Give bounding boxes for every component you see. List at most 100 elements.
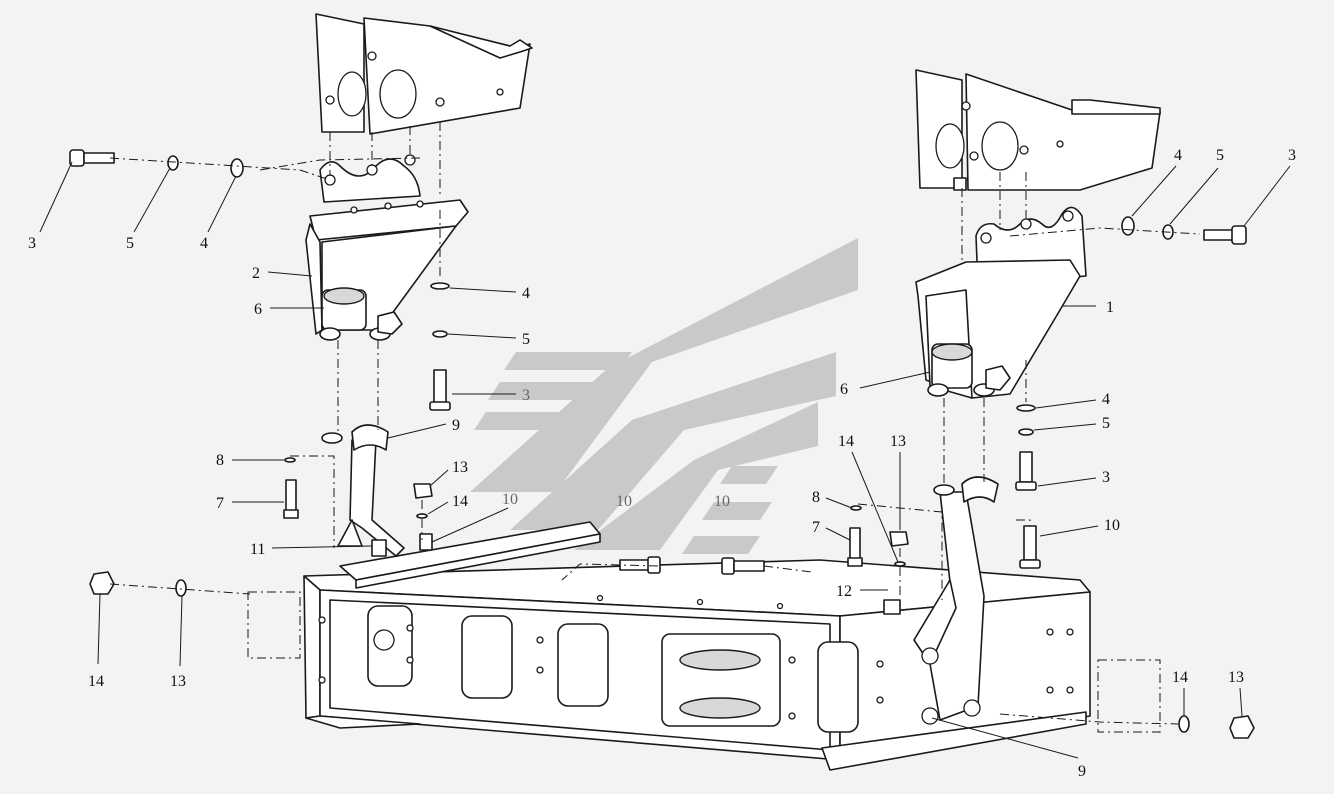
- frame-hole: [1046, 628, 1054, 636]
- callout-10: 10: [616, 493, 632, 510]
- callout-9: 9: [1078, 763, 1086, 780]
- left-leg-cradle: [351, 424, 389, 451]
- right-panel-stud: [953, 177, 967, 191]
- leader: [1037, 477, 1097, 487]
- left-bracket: [305, 154, 469, 341]
- leader: [179, 595, 183, 667]
- fasteners: [69, 149, 1255, 739]
- left-bracket-saddle-top: [323, 287, 365, 305]
- leader: [1239, 687, 1243, 717]
- frame-left-end: [303, 575, 321, 719]
- left-bracket-hole: [384, 202, 392, 210]
- frame-hole: [536, 666, 544, 674]
- bolt-head: [647, 556, 661, 574]
- bolt-shank: [83, 152, 115, 164]
- bolt-shank: [433, 369, 447, 405]
- leader: [431, 507, 509, 543]
- axis-right-bolt-10: [1016, 519, 1031, 526]
- leader: [859, 371, 931, 389]
- leader: [1039, 525, 1099, 537]
- frame-left-foot: [305, 715, 421, 729]
- left-bushing: [371, 539, 387, 557]
- callout-8: 8: [812, 489, 820, 506]
- right-support-leg: [883, 476, 999, 725]
- watermark-bar-2: [488, 382, 618, 400]
- frame-mount-boss-1: [679, 649, 761, 671]
- watermark-logo: [470, 238, 858, 554]
- callout-4: 4: [1102, 391, 1110, 408]
- flat-washer: [1016, 404, 1036, 412]
- bolt-shank: [1019, 451, 1033, 483]
- callout-1: 1: [1106, 299, 1114, 316]
- right-leg-lug-top: [921, 647, 939, 665]
- frame-hole: [776, 602, 784, 610]
- callout-4: 4: [200, 235, 208, 252]
- left-upper-panel: [315, 13, 533, 135]
- frame-hole: [788, 656, 796, 664]
- watermark-bar-4: [720, 466, 778, 484]
- left-panel-top-flange: [429, 25, 533, 59]
- left-bracket-lug-plate: [319, 158, 421, 203]
- right-bracket-lug-hole: [1062, 210, 1074, 222]
- left-panel-hole: [435, 97, 445, 107]
- frame-hole: [596, 594, 604, 602]
- right-leg-lug-bottom: [921, 707, 939, 725]
- frame-hole: [536, 636, 544, 644]
- left-panel-bore-1: [337, 71, 367, 117]
- flat-washer: [430, 282, 450, 290]
- leader: [207, 175, 237, 233]
- left-bracket-side: [305, 223, 323, 335]
- bolt-head: [721, 557, 735, 575]
- bolt-shank: [1023, 525, 1037, 561]
- bolt-head: [1019, 559, 1041, 569]
- callout-14: 14: [838, 433, 854, 450]
- bolt-head: [1015, 481, 1037, 491]
- leader: [825, 527, 851, 541]
- left-bracket-lug-hole: [366, 164, 378, 176]
- flat-washer: [230, 158, 244, 178]
- leader: [449, 287, 517, 293]
- callout-6: 6: [254, 301, 262, 318]
- callout-13: 13: [890, 433, 906, 450]
- assembly-lines: [109, 122, 1201, 725]
- frame-hole: [876, 660, 884, 668]
- left-panel-hole: [367, 51, 377, 61]
- right-panel-hole: [1056, 140, 1064, 148]
- callout-3: 3: [1288, 147, 1296, 164]
- bolt-head: [69, 149, 85, 167]
- right-panel-hole: [961, 101, 971, 111]
- left-bracket-hole: [416, 200, 424, 208]
- watermark-bar-3: [474, 412, 604, 430]
- callout-11: 11: [250, 541, 265, 558]
- callout-8: 8: [216, 452, 224, 469]
- watermark-stripe-low: [574, 402, 818, 550]
- left-panel-bore-2: [379, 69, 417, 119]
- lock-washer: [167, 155, 179, 171]
- axis-right-bolt-7: [857, 503, 943, 600]
- leader: [387, 423, 447, 439]
- callout-3: 3: [1102, 469, 1110, 486]
- bolt-head: [283, 509, 299, 519]
- watermark-stripe-mid: [510, 352, 836, 530]
- frame-window-4: [817, 641, 859, 733]
- frame-bottom-lip: [821, 711, 1087, 771]
- leader: [1243, 165, 1291, 227]
- frame-window-3: [557, 623, 609, 707]
- right-panel-top-flange: [1071, 99, 1161, 115]
- callout-5: 5: [126, 235, 134, 252]
- hex-nut: [89, 571, 115, 595]
- leader: [133, 167, 171, 233]
- leader: [39, 161, 73, 233]
- cross-plate-edge: [355, 533, 601, 589]
- axis-bolt-10-left: [561, 563, 659, 581]
- lock-washer: [1178, 715, 1190, 733]
- right-leg-cradle: [961, 476, 999, 503]
- main-frame: [247, 559, 1161, 771]
- leader: [1131, 165, 1177, 217]
- callout-5: 5: [1102, 415, 1110, 432]
- callout-2: 2: [252, 265, 260, 282]
- left-cross-plate: [339, 521, 601, 589]
- callout-9: 9: [452, 417, 460, 434]
